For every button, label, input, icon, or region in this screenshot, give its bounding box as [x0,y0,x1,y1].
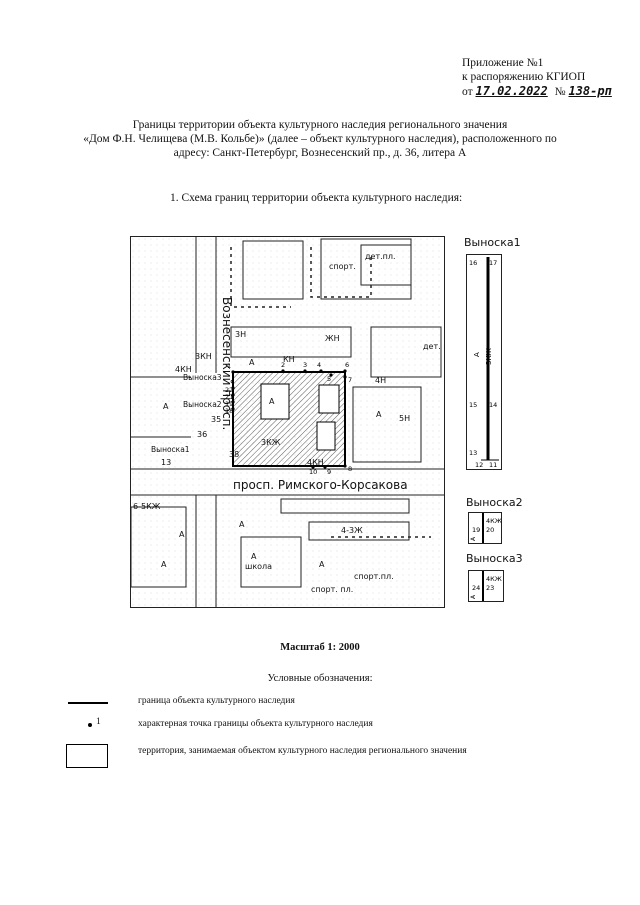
svg-text:35: 35 [211,415,221,424]
svg-text:36: 36 [197,430,207,439]
svg-text:спорт. пл.: спорт. пл. [311,585,353,594]
street-vertical-label: Вознесенский просп. [220,297,234,430]
svg-text:18: 18 [225,407,233,415]
map-svg: А 3КЖ А КН 4Н А 5Н 4КН А 36 13 38 35 3Н … [131,237,444,607]
svg-text:А: А [161,560,167,569]
svg-text:5Н: 5Н [399,414,410,423]
legend-point-label: 1 [96,717,101,727]
callout1-box: 16 17 15 14 13 12 11 А 3КЖ [466,254,502,470]
callout2-box: 4КЖ 19 20 А [468,512,502,544]
legend-item-3-text: территория, занимаемая объектом культурн… [138,746,467,756]
svg-text:7: 7 [348,376,352,384]
svg-text:А: А [470,594,477,599]
callout2-svg: 4КЖ 19 20 А [470,513,502,543]
svg-text:А: А [473,352,481,357]
appendix-line3: от 17.02.2022 № 138-рп [462,84,612,98]
label-3kzh: 3КЖ [261,438,281,447]
svg-text:4КЖ: 4КЖ [486,575,502,583]
svg-text:12: 12 [475,461,483,469]
svg-text:11: 11 [489,461,497,469]
svg-text:23: 23 [486,584,494,592]
title-line3: адресу: Санкт-Петербург, Вознесенский пр… [173,147,467,159]
svg-text:8: 8 [348,465,352,473]
map-callout-label-1: Выноска1 [151,445,190,454]
svg-text:22: 22 [225,386,233,394]
map-callout-label-3: Выноска3 [183,373,222,382]
svg-text:4-3Ж: 4-3Ж [341,526,363,535]
label-a-object: А [269,397,275,406]
svg-text:1: 1 [227,362,231,370]
callout3-label: Выноска3 [466,552,523,565]
scale-text: Масштаб 1: 2000 [280,642,360,653]
map-callout-label-2: Выноска2 [183,400,222,409]
boundary-map: А 3КЖ А КН 4Н А 5Н 4КН А 36 13 38 35 3Н … [130,236,445,608]
svg-text:А: А [239,520,245,529]
appendix-date: 17.02.2022 [475,84,548,98]
svg-text:10: 10 [309,468,317,476]
appendix-header: Приложение №1 к распоряжению КГИОП от 17… [462,56,612,99]
svg-text:4: 4 [317,361,321,369]
svg-text:спорт.: спорт. [329,262,356,271]
legend-title: Условные обозначения: [267,673,373,684]
callout3-box: 4КЖ 24 23 А [468,570,504,602]
title-line2: «Дом Ф.Н. Челищева (М.В. Кольбе)» (далее… [83,133,557,145]
svg-text:24: 24 [472,584,480,592]
svg-text:5: 5 [327,375,331,383]
svg-text:15: 15 [469,401,477,409]
svg-text:4КН: 4КН [307,458,324,467]
svg-text:4Н: 4Н [375,376,386,385]
legend-line-symbol [68,702,108,704]
document-title: Границы территории объекта культурного н… [40,118,600,160]
svg-text:А: А [376,410,382,419]
legend-point-symbol [88,723,92,727]
svg-text:16: 16 [469,259,477,267]
svg-text:6: 6 [345,361,349,369]
svg-text:ЖН: ЖН [325,334,340,343]
street-main-label: просп. Римского-Корсакова [233,478,408,492]
svg-text:2: 2 [281,361,285,369]
appendix-line1: Приложение №1 [462,57,544,69]
svg-text:дет.пл.: дет.пл. [365,252,396,261]
svg-text:А: А [163,402,169,411]
callout1-label: Выноска1 [464,236,521,249]
title-line1: Границы территории объекта культурного н… [132,119,508,131]
svg-text:А: А [470,536,477,541]
svg-text:19: 19 [225,400,233,408]
callout1-svg: 16 17 15 14 13 12 11 А 3КЖ [469,257,499,469]
svg-text:А: А [249,358,255,367]
svg-text:13: 13 [161,458,171,467]
svg-text:4КЖ: 4КЖ [486,517,501,525]
callout2-label: Выноска2 [466,496,523,509]
svg-text:3КН: 3КН [195,352,212,361]
svg-text:3Н: 3Н [235,330,246,339]
svg-text:17: 17 [489,259,497,267]
svg-text:19: 19 [472,526,480,534]
svg-text:21: 21 [225,393,233,401]
legend-item-1-text: граница объекта культурного наследия [138,696,295,706]
svg-text:А: А [179,530,185,539]
svg-text:дет. пл.: дет. пл. [423,342,444,351]
legend-item-2-text: характерная точка границы объекта культу… [138,719,373,729]
section-heading: 1. Схема границ территории объекта культ… [170,192,463,204]
legend-box-symbol [66,744,108,768]
appendix-line2: к распоряжению КГИОП [462,71,586,83]
svg-text:А: А [251,552,257,561]
svg-text:спорт.пл.: спорт.пл. [354,572,394,581]
svg-text:4КН: 4КН [175,365,192,374]
svg-text:3: 3 [303,361,307,369]
callout3-svg: 4КЖ 24 23 А [470,571,502,601]
svg-text:А: А [319,560,325,569]
svg-text:3КЖ: 3КЖ [485,348,493,365]
svg-text:14: 14 [489,401,497,409]
svg-text:20: 20 [486,526,494,534]
svg-text:КН: КН [283,355,295,364]
appendix-number: 138-рп [568,84,612,98]
svg-text:школа: школа [245,562,272,571]
svg-text:38: 38 [229,450,239,459]
svg-text:6-5КЖ: 6-5КЖ [133,502,161,511]
svg-text:13: 13 [469,449,477,457]
svg-text:9: 9 [327,468,331,476]
